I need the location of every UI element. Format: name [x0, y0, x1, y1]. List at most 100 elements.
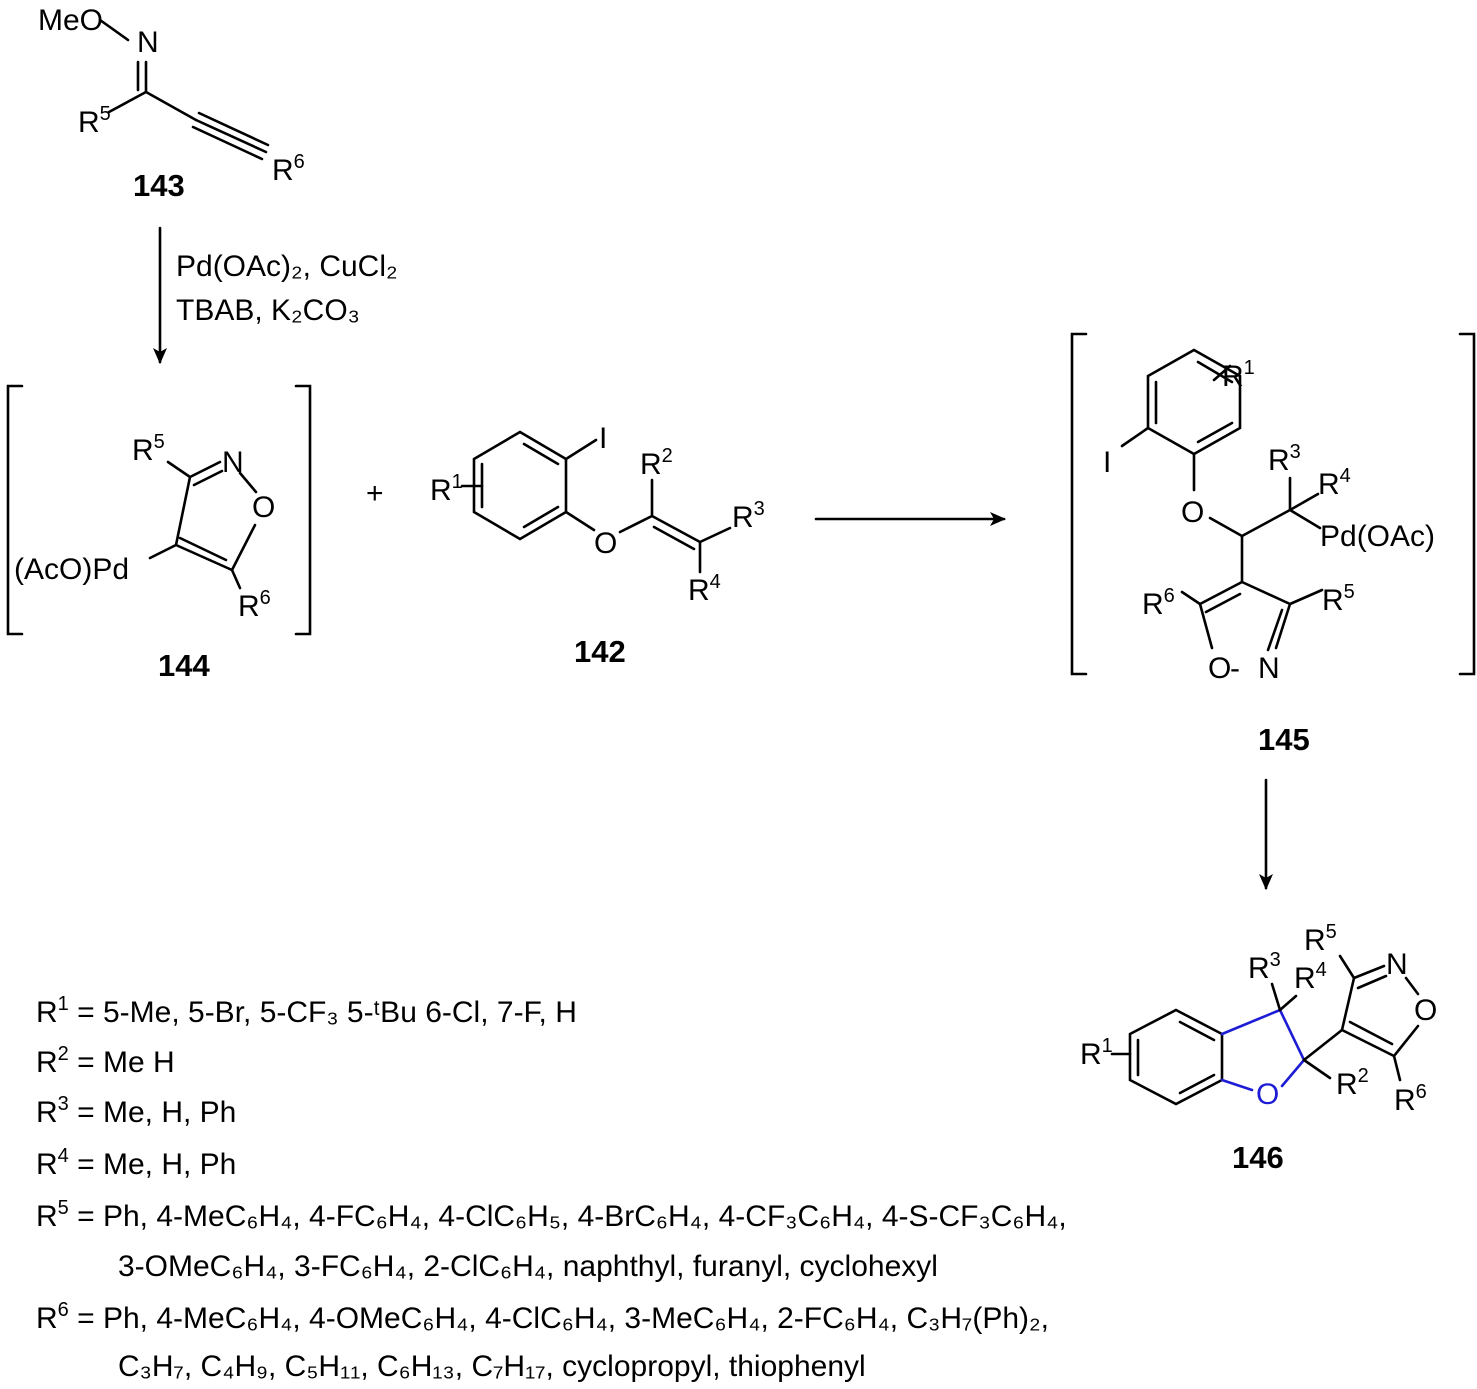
substituent-r5-continued: 3-OMeC₆H₄, 3-FC₆H₄, 2-ClC₆H₄, naphthyl, … [118, 1250, 938, 1283]
svg-text:R5: R5 [78, 103, 111, 139]
triple-bond [194, 118, 268, 154]
bond [192, 469, 224, 487]
bracket-right [294, 384, 312, 636]
svg-text:R6: R6 [272, 151, 305, 187]
substituent-r6: R6 = Ph, 4-MeC₆H₄, 4-OMeC₆H₄, 4-ClC₆H₄, … [36, 1299, 1049, 1335]
substituent-r5: R5 = Ph, 4-MeC₆H₄, 4-FC₆H₄, 4-ClC₆H₅, 4-… [36, 1197, 1067, 1233]
reagents-line-2: TBAB, K₂CO₃ [176, 294, 360, 327]
bond [1340, 1028, 1396, 1058]
bond [618, 514, 654, 534]
bond [1212, 364, 1232, 382]
svg-text:R3: R3 [732, 498, 765, 534]
compound-145: R1 I O R3 R4 Pd(OAc) O - N R6 R5 145 [1070, 332, 1476, 757]
bond [1196, 421, 1234, 444]
reagents-line-1: Pd(OAc)₂, CuCl₂ [176, 250, 398, 283]
svg-text:R6: R6 [1142, 585, 1175, 621]
isoxazole-n: N [1258, 652, 1280, 685]
bond [1392, 1054, 1402, 1082]
isoxazole-o: O [1208, 652, 1231, 685]
bond [174, 543, 234, 572]
triple-bond [191, 125, 264, 161]
bond [1404, 976, 1420, 996]
svg-text:R1: R1 [430, 471, 463, 507]
bond [1302, 1058, 1332, 1080]
isoxazole-n: N [222, 446, 244, 479]
bond [564, 438, 598, 461]
substituent-r2: R2 = Me H [36, 1043, 175, 1079]
bond [1180, 590, 1202, 606]
bond [1274, 602, 1292, 650]
svg-text:R5: R5 [1304, 921, 1337, 957]
bond [698, 526, 732, 544]
svg-text:R2: R2 [1336, 1065, 1369, 1101]
bond [144, 90, 198, 122]
r5-label: R [78, 106, 100, 139]
bond [230, 568, 242, 590]
benzene-ring [1128, 1008, 1224, 1106]
svg-text:R4: R4 [1318, 465, 1351, 501]
iodine-label: I [1103, 446, 1111, 479]
bracket-right [1458, 332, 1476, 676]
compound-label-145: 145 [1258, 722, 1310, 757]
svg-text:R6: R6 [238, 587, 271, 623]
benzene-ring [472, 430, 568, 541]
bond [1270, 982, 1282, 1012]
ether-o: O [594, 527, 617, 560]
bond [1240, 580, 1292, 606]
compound-label-142: 142 [574, 634, 626, 669]
r6-label: R [272, 154, 294, 187]
isoxazole-n: N [1386, 948, 1408, 981]
bond [1348, 1020, 1394, 1046]
bond [1338, 954, 1356, 980]
bond [1196, 360, 1234, 384]
bond [1240, 508, 1292, 538]
bond [238, 471, 258, 494]
compound-146: O R1 R3 R4 R2 R5 N O R6 146 [1080, 921, 1437, 1175]
bond [1278, 994, 1298, 1012]
nitrogen-label: N [137, 26, 159, 59]
svg-text:R4: R4 [1294, 959, 1327, 995]
bond [174, 475, 192, 547]
bond [1208, 516, 1244, 538]
pd-acetate-label: (AcO)Pd [14, 553, 129, 586]
svg-text:R4: R4 [688, 571, 721, 607]
bond [1302, 1028, 1344, 1062]
methoxy-label: MeO [38, 4, 103, 37]
bracket-left [6, 384, 24, 636]
bond [230, 523, 257, 572]
bond [98, 18, 130, 42]
bond [107, 90, 148, 114]
bond [1198, 602, 1214, 650]
furan-bond [1280, 1058, 1306, 1088]
furan-bond [1278, 1008, 1306, 1062]
bond [1288, 492, 1320, 512]
bond [1288, 508, 1322, 530]
isoxazole-o: O [252, 491, 275, 524]
bond [188, 460, 222, 479]
bond [1356, 974, 1388, 990]
bond [1340, 976, 1356, 1032]
svg-text:R3: R3 [1268, 441, 1301, 477]
bond [650, 514, 702, 544]
bond [1178, 1073, 1216, 1095]
dash: - [1230, 652, 1240, 685]
bond [1266, 608, 1284, 652]
bond [522, 442, 560, 466]
substituent-list: R1 = 5-Me, 5-Br, 5-CF₃ 5-ᵗBu 6-Cl, 7-F, … [36, 993, 1067, 1383]
bond [1204, 592, 1242, 614]
svg-text:R3: R3 [1248, 949, 1281, 985]
bond [1198, 580, 1244, 606]
furan-bond [1220, 1008, 1282, 1036]
bond [1288, 588, 1324, 606]
compound-label-146: 146 [1232, 1140, 1284, 1175]
compound-143: MeO N R5 R6 143 [38, 4, 305, 203]
substituent-r4: R4 = Me, H, Ph [36, 1145, 236, 1181]
isoxazole-o: O [1414, 994, 1437, 1027]
bond [166, 460, 192, 479]
iodine-label: I [599, 422, 607, 455]
bond [1352, 964, 1386, 980]
svg-text:R5: R5 [1322, 581, 1355, 617]
compound-144: R5 N O (AcO)Pd R6 144 [6, 384, 312, 683]
svg-text:R1: R1 [1080, 1035, 1113, 1071]
